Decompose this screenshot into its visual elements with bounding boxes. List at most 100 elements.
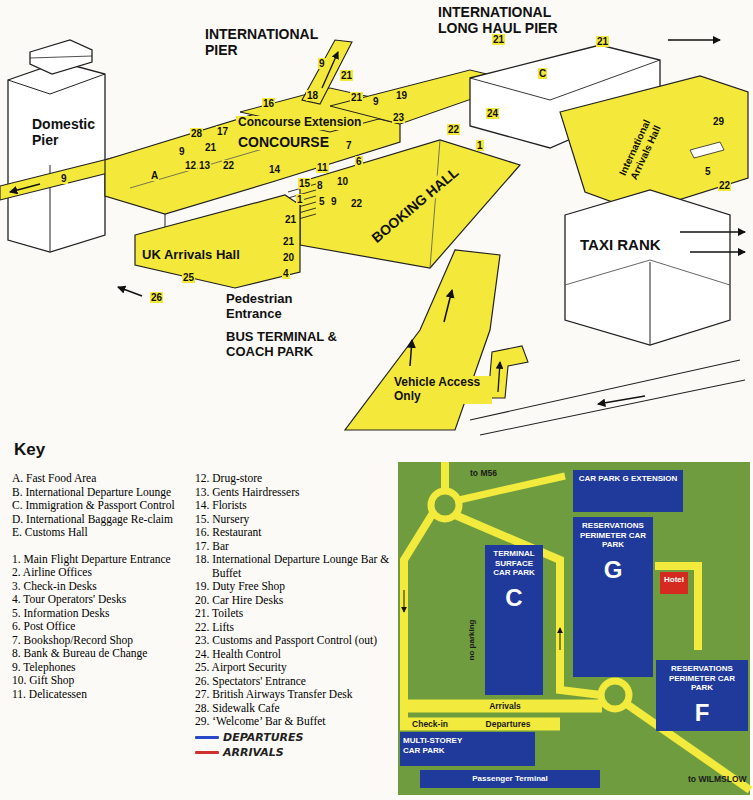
control-tower [30,40,92,74]
callout-number: 28 [190,128,203,139]
area-label: INTERNATIONAL LONG HAUL PIER [438,4,562,36]
key-entry: 27. British Airways Transfer Desk [195,688,390,702]
car-park-name: MULTI-STOREY CAR PARK [403,736,481,755]
callout-number: 22 [222,160,235,171]
key-entry: 10. Gift Shop [12,674,192,688]
callout-number: 29 [712,116,725,127]
callout-number: 21 [340,70,353,81]
road-edge [480,380,745,435]
building-edge [8,74,105,94]
key-entry: D. International Baggage Re-claim [12,513,192,527]
car-park-letter: F [659,699,745,727]
key-entry: A. Fast Food Area [12,472,192,486]
car-park: RESERVATIONS PERIMETER CAR PARKG [573,517,653,677]
area-label: Domestic Pier [30,116,104,148]
callout-number: 10 [336,176,349,187]
road [441,462,449,491]
direction-arrow [404,590,405,612]
road [400,718,560,731]
building-name: Passenger Terminal [423,774,597,784]
callout-number: 16 [262,98,275,109]
callout-number: 9 [330,196,338,207]
area-label: INTERNATIONAL PIER [205,26,327,58]
key-column: A. Fast Food AreaB. International Depart… [12,472,192,701]
direction-arrow [598,396,645,404]
key-entry: 5. Information Desks [12,607,192,621]
baggage-belt [690,142,724,158]
hotel-name: Hotel [662,575,686,585]
direction-arrow [560,628,561,650]
floor-line [565,260,730,285]
callout-number: 17 [216,126,229,137]
callout-number: 15 [298,178,311,189]
road-label: Departures [484,719,533,729]
key-entry: 12. Drug-store [195,472,390,486]
key-heading: Key [14,440,45,460]
key-entry: 13. Gents Hairdressers [195,486,390,500]
direction-arrow [444,290,452,322]
car-park-name: CAR PARK G EXTENSION [576,474,680,484]
key-entry: 21. Toilets [195,607,390,621]
callout-number: 23 [392,112,405,123]
key-entry: C. Immigration & Passport Control [12,499,192,513]
road-label: Arrivals [487,701,523,711]
key-entry: 25. Airport Security [195,661,390,675]
callout-number: 13 [198,160,211,171]
car-park: RESERVATIONS PERIMETER CAR PARK F [656,660,748,731]
callout-number: 12 [184,160,197,171]
callout-number: 1 [296,194,304,205]
direction-arrow [498,362,500,392]
legend-swatch [195,751,219,754]
callout-number: 7 [345,140,353,151]
area-label: CONCOURSE [236,134,331,150]
key-entry: 4. Tour Operators' Desks [12,593,192,607]
key-entry: 28. Sidewalk Cafe [195,702,390,716]
road [404,513,433,730]
key-entry: 9. Telephones [12,661,192,675]
callout-number: 4 [282,268,290,279]
car-park-name: RESERVATIONS PERIMETER CAR PARK [576,521,650,550]
road [655,566,698,650]
key-column: 12. Drug-store13. Gents Hairdressers14. … [195,472,390,759]
road [400,700,602,713]
area-label: UK Arrivals Hall [140,248,242,263]
callout-number: 11 [316,162,329,173]
legend-text: DEPARTURES [223,731,304,744]
callout-number: 22 [447,124,460,135]
hotel: Hotel [660,572,688,594]
road-direction: to M56 [470,468,497,478]
car-park-name: RESERVATIONS PERIMETER CAR PARK [659,664,745,693]
key-entry: 24. Health Control [195,648,390,662]
key-entry: 16. Restaurant [195,526,390,540]
terminal-building: Passenger Terminal [420,770,600,788]
booking-hall-floor [300,140,520,268]
road [459,476,565,500]
direction-arrow [10,184,40,192]
callout-number: 9 [318,58,326,69]
area-label: Pedestrian Entrance [226,292,326,322]
key-entry: 7. Bookshop/Record Shop [12,634,192,648]
direction-arrow [690,251,745,252]
callout-number: 21 [282,236,295,247]
road-label: no parking [467,619,476,662]
legend-row: DEPARTURES [195,731,390,744]
callout-number: 21 [350,92,363,103]
area-label: Concourse Extension [236,116,363,130]
callout-number: 9 [178,146,186,157]
key-entry: 18. International Departure Lounge Bar &… [195,553,390,580]
callout-number: 1 [476,140,484,151]
callout-number: 26 [150,292,163,303]
key-entry: 3. Check-in Desks [12,580,192,594]
key-entry: 14. Florists [195,499,390,513]
key-entry: 26. Spectators' Entrance [195,675,390,689]
car-park-building [565,190,730,345]
access-road [345,250,500,430]
legend-swatch [195,736,219,739]
building-edge [650,262,651,345]
ramp [488,346,528,398]
key-entry: 2. Airline Offices [12,566,192,580]
car-park-name: TERMINAL SURFACE CAR PARK [488,549,540,578]
legend-text: ARRIVALS [223,746,284,759]
